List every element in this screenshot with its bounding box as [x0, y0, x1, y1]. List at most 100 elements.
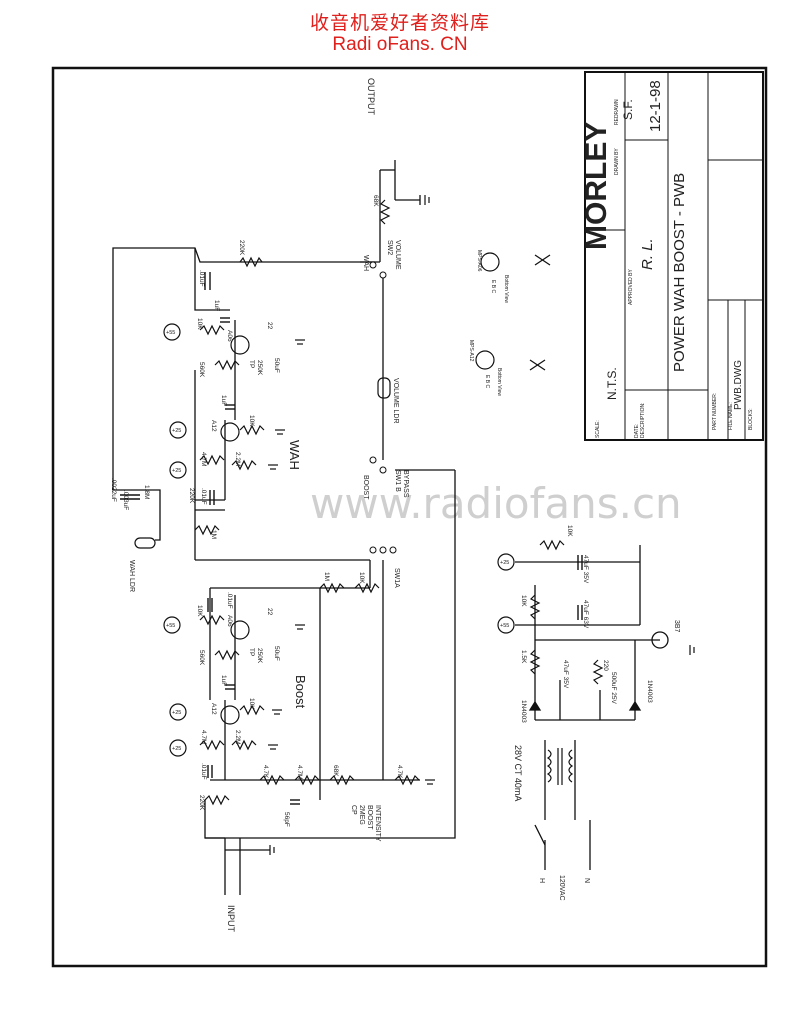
transformer	[546, 748, 574, 785]
val-01uf-d: .01uF	[200, 763, 207, 780]
val-250k-a: 250K	[256, 360, 263, 376]
rail-p25-b: +25	[172, 468, 181, 474]
sheet-border	[51, 66, 768, 968]
val-01uf-c: .01uF	[226, 592, 233, 609]
wah-switch-label: WAH	[362, 255, 369, 271]
sw1b-label: SW1 B	[394, 470, 401, 492]
scale-label: SCALE:	[595, 420, 601, 438]
val-47uf-63v: 47uF 63V	[582, 600, 589, 629]
val-a06-a: A06	[226, 330, 233, 342]
val-220k-top: 220K	[238, 240, 245, 256]
rail-p25-d: +25	[172, 746, 181, 752]
val-01uf-top: .01uF	[198, 270, 205, 287]
rail-ps-p55: +55	[500, 623, 509, 629]
site-title-english: Radi oFans. CN	[332, 34, 468, 55]
val-01uf-b: .01uF	[200, 488, 207, 505]
val-2.2m-b: 2.2M	[234, 730, 241, 744]
hot-label: H	[538, 878, 545, 883]
rail-p55-a: +55	[166, 330, 175, 336]
val-560k-b: 560K	[198, 650, 205, 666]
description-value: POWER WAH BOOST - PWB	[671, 173, 688, 372]
val-560k-a: 560K	[198, 362, 205, 378]
ac-label: 120VAC	[558, 875, 565, 901]
morley-logo: MORLEY	[580, 122, 613, 250]
val-1uf-a: 1uF	[213, 300, 220, 311]
component-values: 220K .01uF 1uF 10K A06 22 560K TP 250K 5…	[110, 195, 653, 827]
ldr-symbols	[134, 377, 391, 549]
boost-switch-label: BOOST	[362, 475, 369, 500]
val-1.8m: 1.8M	[143, 485, 150, 499]
redrawn-label: REDRAWN	[614, 99, 620, 125]
rail-ps-p25: +25	[500, 560, 509, 566]
val-a12-a: A12	[210, 420, 217, 432]
wiring	[112, 160, 456, 895]
wah-section-label: WAH	[287, 440, 302, 470]
val-4.7m-a: 4.7M	[200, 452, 207, 466]
val-a06-b: A06	[226, 615, 233, 627]
boost-section-label: Boost	[293, 675, 308, 709]
input-label: INPUT	[226, 905, 236, 933]
val-47uf-35v-b: 47uF 35V	[562, 660, 569, 689]
site-title-chinese: 收音机爱好者资料库	[309, 13, 490, 34]
transistors	[220, 252, 551, 725]
val-10k-sw: 10K	[358, 572, 365, 584]
cp-label: CP	[350, 805, 357, 815]
blocks-label: BLOCKS:	[748, 408, 754, 430]
switch-contacts	[369, 261, 397, 554]
transformer-label: 28V CT 40mA	[513, 745, 523, 801]
val-1uf-b: 1uF	[220, 395, 227, 406]
rail-p55-b: +55	[166, 623, 175, 629]
volume-ldr-label: VOLUME LDR	[392, 378, 399, 424]
val-10k-d: 10K	[248, 698, 255, 710]
val-4.7m-c: 4.7M	[296, 765, 303, 779]
drawn-value: S.F.	[621, 99, 635, 120]
val-1m-a: 1M	[210, 530, 217, 539]
mps-a06-label: MPS-A06	[476, 250, 482, 272]
val-50uf-b: 50uF	[273, 646, 280, 661]
circuit-labels: OUTPUT INPUT WAH Boost WAH LDR VOLUME LD…	[128, 78, 680, 933]
ground-symbols	[268, 195, 695, 855]
val-4.7k-a: 4.7K	[262, 765, 269, 779]
cp-2meg-label: 2MEG	[358, 805, 365, 825]
val-68k-b: 68K	[332, 765, 339, 777]
val-68k-out: 68K	[372, 195, 379, 207]
title-block	[584, 71, 764, 441]
file-name-value: PWB.DWG	[733, 360, 744, 410]
cp-intensity-label: INTENSITY	[374, 805, 381, 842]
val-10k-ps: 10K	[566, 525, 573, 537]
mps-a12-label: MPS-A12	[468, 340, 474, 362]
val-1.5k: 1.5K	[520, 650, 527, 664]
watermark: www.radiofans.cn	[310, 479, 682, 528]
rail-labels: +55 +25 +25 +55 +25 +25 +25 +55	[166, 330, 509, 752]
val-10k-ps2: 10K	[520, 595, 527, 607]
capacitors	[120, 272, 583, 805]
approved-value: R. L.	[639, 238, 656, 270]
val-003uf: .003uF	[122, 490, 129, 510]
ebc-a12: E B C	[484, 375, 490, 388]
val-tp-a: TP	[248, 360, 255, 368]
bottom-view-a12: Bottom View	[496, 368, 502, 396]
scale-value: N.T.S.	[605, 367, 619, 400]
sw2-label: SW2	[386, 240, 393, 255]
drawn-label: DRAWN BY	[614, 148, 620, 175]
part-number-label: PART NUMBER:	[712, 393, 718, 430]
file-name-label: FILE NAME:	[728, 402, 734, 430]
ebc-a06: E B C	[490, 280, 496, 293]
bottom-view-a06: Bottom View	[503, 275, 509, 303]
val-10k-a: 10K	[196, 318, 203, 330]
wah-ldr-label: WAH LDR	[128, 560, 135, 592]
rail-p25-c: +25	[172, 710, 181, 716]
val-0022uf: .0022uF	[110, 478, 117, 502]
val-22-b: 22	[266, 608, 273, 616]
val-47uf-35v: 47uF 35V	[582, 555, 589, 584]
cp-boost-label: BOOST	[366, 805, 373, 830]
val-1n4003-a: 1N4003	[520, 700, 527, 723]
val-1m-b: 1M	[323, 572, 330, 581]
val-500uf: 500uF 25V	[610, 672, 617, 704]
val-4.7k-b: 4.7K	[396, 765, 403, 779]
val-tp-b: TP	[248, 648, 255, 656]
val-10k-b: 10K	[248, 415, 255, 427]
val-220k-b: 220K	[188, 488, 195, 504]
val-4.7m-b: 4.7M	[200, 730, 207, 744]
